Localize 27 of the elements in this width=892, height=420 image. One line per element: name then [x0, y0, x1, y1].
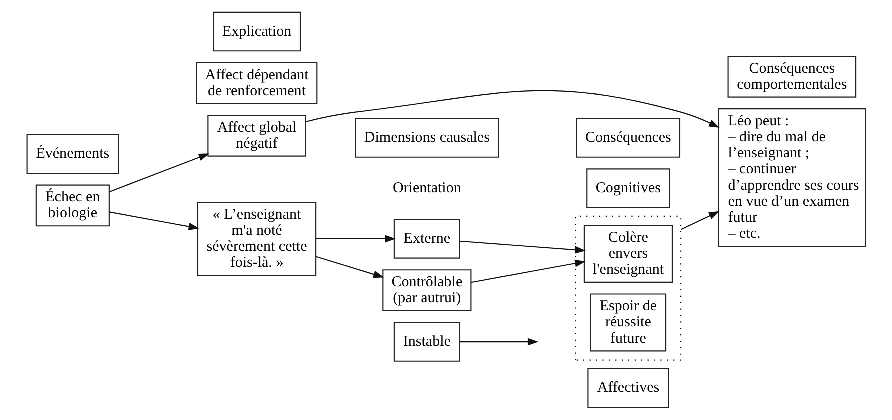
node-box: Léo peut : – dire du mal de l’enseignant ; – continuer d’apprendre ses cours en vue d’un examen futur – etc.	[718, 108, 866, 248]
node-box: Affectives	[587, 368, 669, 408]
node-box: Conséquences comportementales	[727, 56, 856, 98]
node-box: Affect dépendant de renforcement	[196, 62, 318, 104]
node-box: Échec en biologie	[35, 184, 110, 227]
arrow	[680, 211, 720, 230]
node-box: Conséquences	[576, 118, 680, 158]
node-box: Dimensions causales	[354, 118, 499, 158]
arrow	[108, 154, 210, 193]
arrow	[460, 338, 538, 346]
label: Orientation	[392, 180, 461, 196]
node-box: Espoir de réussite future	[590, 294, 666, 352]
node-box: Contrôlable (par autrui)	[382, 270, 472, 312]
arrow	[470, 260, 586, 284]
arrow	[460, 240, 586, 254]
arrow	[305, 90, 720, 128]
node-box: Cognitives	[586, 168, 670, 208]
arrow	[316, 256, 384, 278]
node-box: Instable	[393, 322, 460, 362]
node-box: Colère envers l'enseignant	[583, 225, 673, 283]
node-box: Affect global négatif	[207, 115, 306, 157]
node-box: Externe	[393, 219, 460, 259]
node-box: Explication	[212, 12, 301, 52]
arrow	[108, 212, 200, 230]
arrow	[316, 235, 396, 243]
node-box: « L’enseignant m'a noté sévèrement cette fois-là. »	[196, 202, 316, 276]
node-box: Événements	[26, 134, 119, 174]
